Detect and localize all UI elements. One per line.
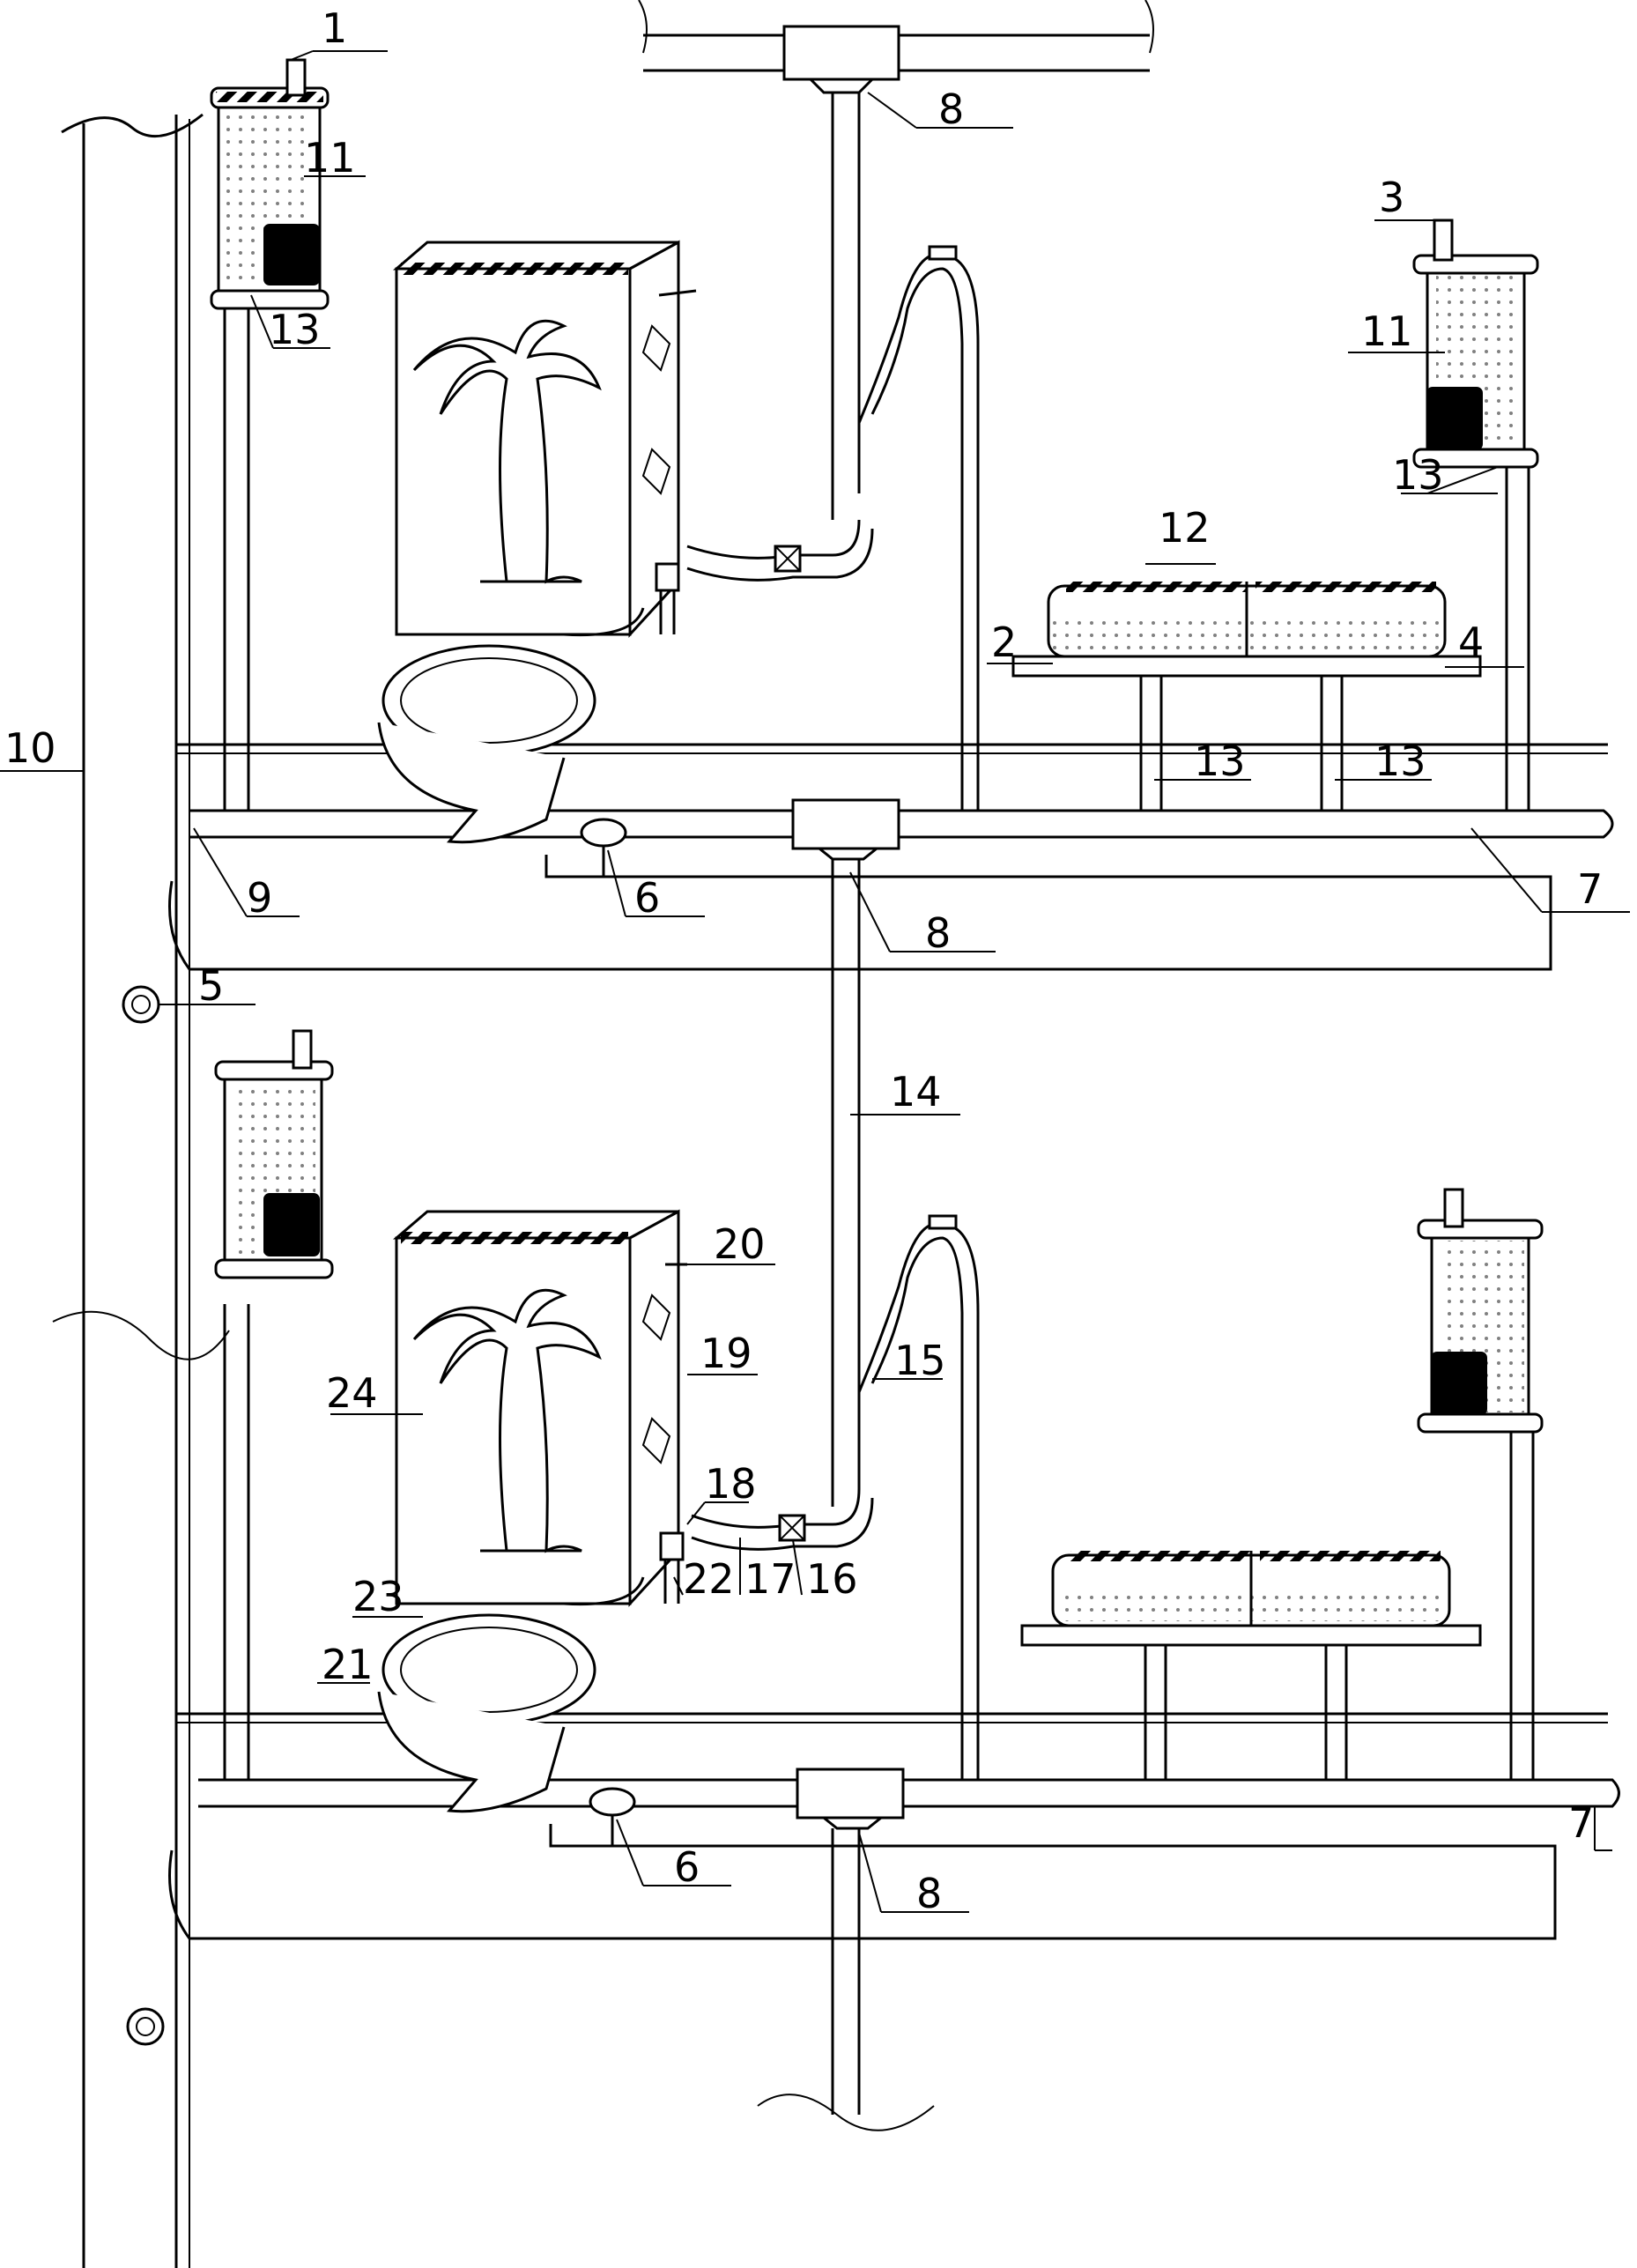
label-13: 13 — [269, 306, 321, 353]
leader-lines — [0, 50, 1630, 1913]
floor-drain-icon — [580, 818, 627, 877]
label-7: 7 — [1577, 865, 1603, 913]
label-17: 17 — [744, 1555, 796, 1603]
label-21: 21 — [322, 1641, 374, 1688]
filter-unit-right-upper — [1412, 219, 1539, 811]
label-3: 3 — [1379, 174, 1404, 221]
branch-pipe-lower — [168, 1768, 1620, 2131]
filter-unit-left-upper — [210, 58, 330, 811]
label-13: 13 — [1194, 737, 1246, 785]
label-5: 5 — [198, 962, 224, 1010]
label-1: 1 — [322, 4, 347, 52]
vertical-pipe-14 — [831, 859, 861, 1507]
label-15: 15 — [894, 1337, 946, 1384]
filter-unit-left-lower — [214, 1029, 334, 1780]
bench-filter-lower — [1020, 1551, 1482, 1780]
supply-line-upper — [655, 519, 874, 634]
break-line — [52, 1310, 230, 1360]
label-11: 11 — [304, 134, 356, 182]
water-tank-upper — [392, 240, 697, 638]
toilet-bowl-upper — [377, 607, 645, 844]
label-9: 9 — [247, 874, 272, 922]
label-20: 20 — [714, 1220, 766, 1268]
label-16: 16 — [806, 1555, 858, 1603]
top-main-pipe — [638, 0, 1154, 520]
label-14: 14 — [890, 1068, 942, 1115]
vent-loop-upper — [857, 245, 980, 811]
inspection-port-icon — [122, 985, 165, 2046]
label-10: 10 — [4, 724, 56, 772]
bench-filter-upper — [1011, 582, 1482, 811]
vertical-stack-pipe — [61, 113, 204, 2268]
toilet-bowl-lower — [377, 1576, 645, 1813]
label-6: 6 — [674, 1843, 700, 1891]
label-23: 23 — [352, 1573, 404, 1620]
label-11: 11 — [1361, 308, 1413, 355]
label-2: 2 — [991, 619, 1017, 666]
supply-line-lower — [659, 1488, 874, 1604]
label-24: 24 — [326, 1369, 378, 1417]
label-12: 12 — [1159, 504, 1211, 552]
label-8: 8 — [925, 909, 951, 957]
label-13: 13 — [1392, 451, 1444, 499]
label-4: 4 — [1458, 619, 1484, 666]
branch-pipe-upper — [168, 798, 1614, 971]
label-13: 13 — [1374, 737, 1426, 785]
label-7: 7 — [1568, 1799, 1594, 1847]
floor-drain-icon — [589, 1787, 636, 1846]
label-18: 18 — [705, 1460, 757, 1508]
water-tank-lower — [392, 1209, 687, 1607]
part-labels: 1 11 13 8 3 11 13 12 2 4 13 13 7 10 9 6 … — [4, 4, 1603, 1917]
label-6: 6 — [634, 874, 660, 922]
label-8: 8 — [916, 1870, 942, 1917]
label-22: 22 — [683, 1555, 735, 1603]
vent-loop-lower — [857, 1214, 980, 1780]
filter-unit-right-lower — [1417, 1188, 1544, 1780]
label-8: 8 — [938, 85, 964, 133]
label-19: 19 — [700, 1330, 752, 1377]
